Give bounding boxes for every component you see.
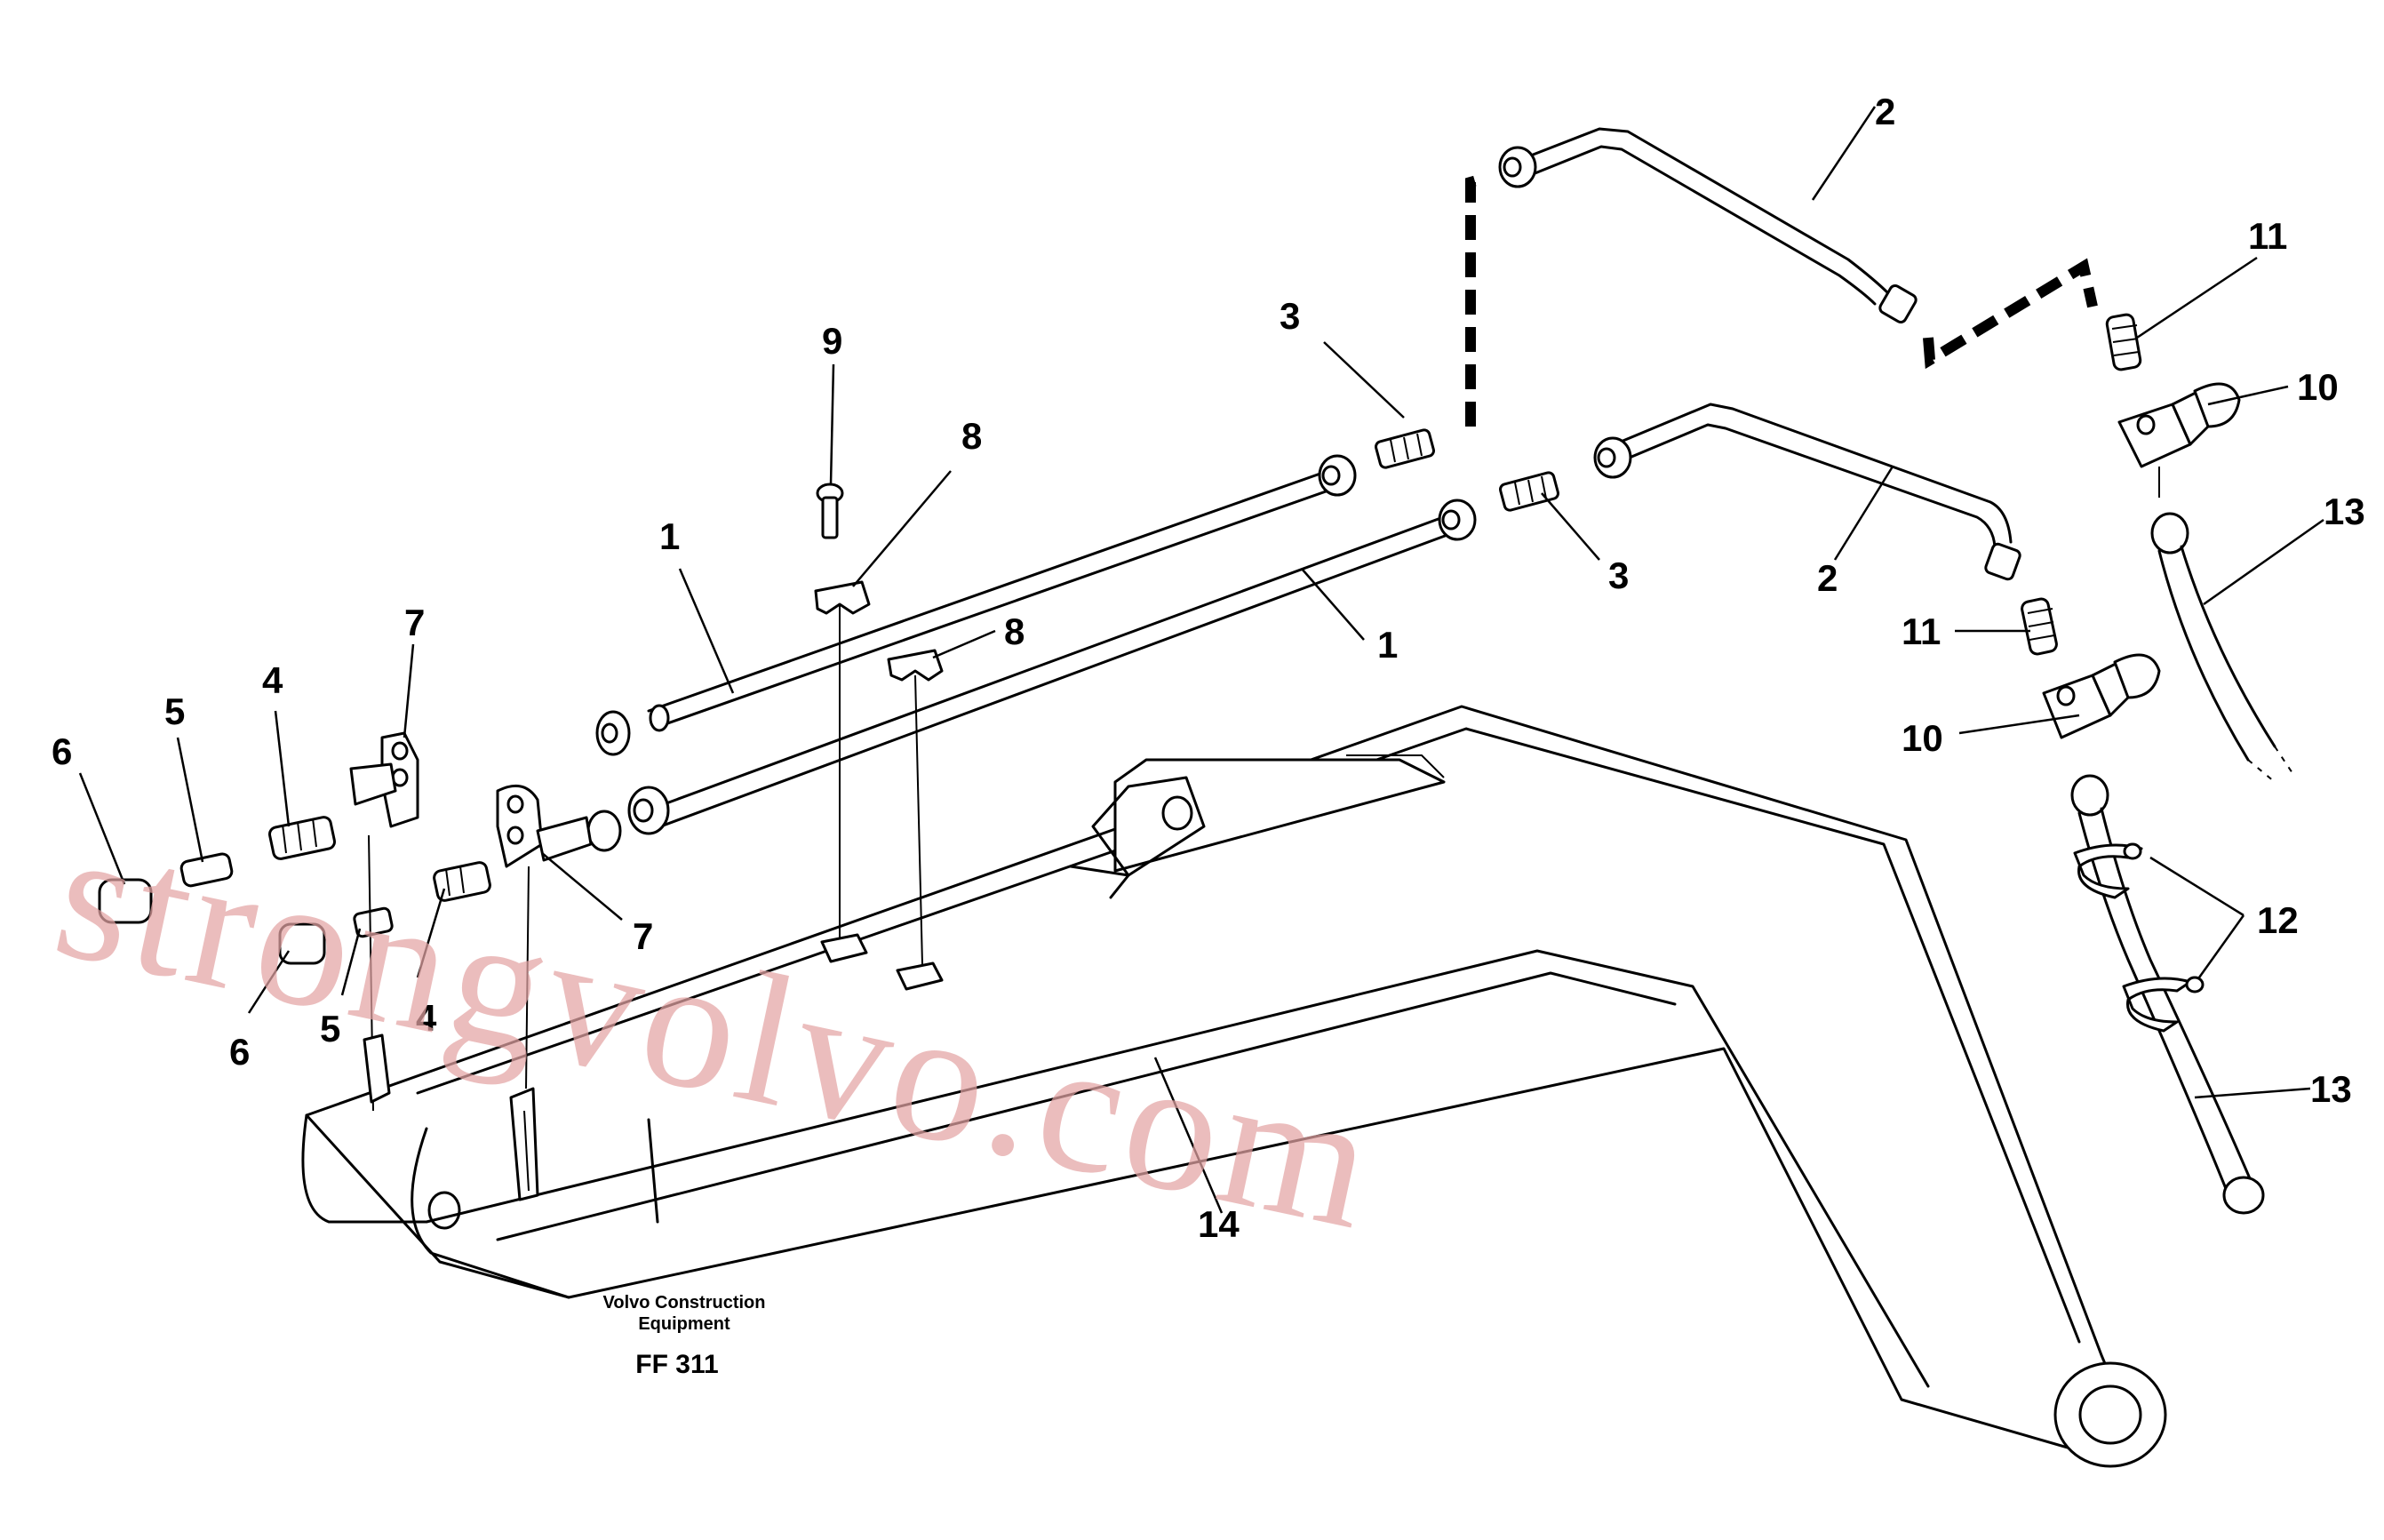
hose-clip-lower	[2122, 976, 2205, 1033]
nut-bent-lower	[1984, 542, 2021, 581]
callout-4-upper: 4	[262, 659, 283, 701]
callout-7-upper: 7	[404, 602, 425, 643]
callout-8-lower: 8	[1004, 610, 1025, 652]
adapter-right-lower	[2021, 597, 2058, 656]
callout-6-lower: 6	[229, 1031, 250, 1073]
caption-company-line2: Equipment	[638, 1314, 730, 1334]
callout-4-lower: 4	[416, 997, 437, 1039]
callout-2-upper: 2	[1875, 91, 1895, 132]
caption-company-line1: Volvo Construction	[603, 1293, 766, 1313]
callout-2-lower: 2	[1817, 557, 1838, 599]
callout-1-lower: 1	[1377, 624, 1398, 666]
adapter-lower	[1499, 471, 1559, 512]
callout-12: 12	[2257, 899, 2299, 941]
nut-upper-left	[595, 710, 631, 756]
fitting-upper	[268, 816, 336, 860]
nut-lower-right	[1593, 436, 1632, 479]
nipple-upper	[179, 852, 234, 888]
watermark: strongvolvo.com	[40, 789, 1393, 1269]
bracket-right	[496, 784, 593, 1201]
bent-pipe-upper	[1522, 127, 1890, 306]
nut-upper-top	[1498, 146, 1537, 188]
adapter-upper	[1375, 428, 1435, 469]
callout-5-lower: 5	[320, 1008, 340, 1049]
boom-arm	[301, 705, 2167, 1468]
cap-upper	[98, 878, 153, 924]
callout-13-lower: 13	[2310, 1068, 2352, 1110]
hose-upper	[2150, 512, 2293, 783]
leader-lines	[78, 106, 2324, 1214]
cap-lower	[278, 922, 326, 965]
nut-lower-left	[627, 786, 670, 835]
callout-7-lower: 7	[633, 915, 653, 957]
callout-9: 9	[822, 320, 842, 362]
adapter-right-upper	[2105, 313, 2142, 371]
nut-upper-mid	[1318, 454, 1357, 497]
dashed-link-right	[1923, 258, 2098, 370]
callout-5-upper: 5	[164, 690, 185, 732]
dashed-link-upper	[1465, 172, 1487, 427]
callouts: 1 1 2 2 3 3 4 4 5 5 6 6 7 7 8 8 9 10 10 …	[52, 91, 2365, 1245]
callout-10-lower: 10	[1902, 717, 1943, 759]
bolt	[816, 483, 844, 539]
callout-8-upper: 8	[961, 415, 982, 457]
nut-bent-upper	[1878, 283, 1918, 324]
callout-11-lower: 11	[1902, 610, 1941, 652]
clamp-lower	[887, 649, 944, 991]
pipe-lower	[638, 512, 1463, 833]
callout-3-lower: 3	[1608, 555, 1629, 596]
pipe-upper	[647, 467, 1345, 732]
callout-13-upper: 13	[2324, 491, 2365, 532]
callout-1-upper: 1	[659, 515, 680, 557]
hose-clip-upper	[2073, 842, 2143, 899]
callout-10-upper: 10	[2297, 366, 2339, 408]
tee-upper	[2117, 382, 2241, 498]
callout-14: 14	[1198, 1203, 1240, 1245]
callout-6-upper: 6	[52, 730, 72, 772]
caption: Volvo Construction Equipment FF 311	[603, 1293, 766, 1379]
callout-11-upper: 11	[2248, 215, 2287, 257]
bent-pipe-lower	[1602, 403, 2013, 548]
hose-lower	[2070, 774, 2265, 1215]
nut-lower-mid	[1438, 499, 1477, 541]
figure-code: FF 311	[635, 1350, 718, 1379]
clamp-upper	[814, 580, 871, 963]
tee-lower	[2042, 653, 2161, 739]
nut-lower-far-left	[586, 810, 622, 852]
callout-3-upper: 3	[1280, 295, 1300, 337]
fitting-lower	[433, 861, 491, 902]
